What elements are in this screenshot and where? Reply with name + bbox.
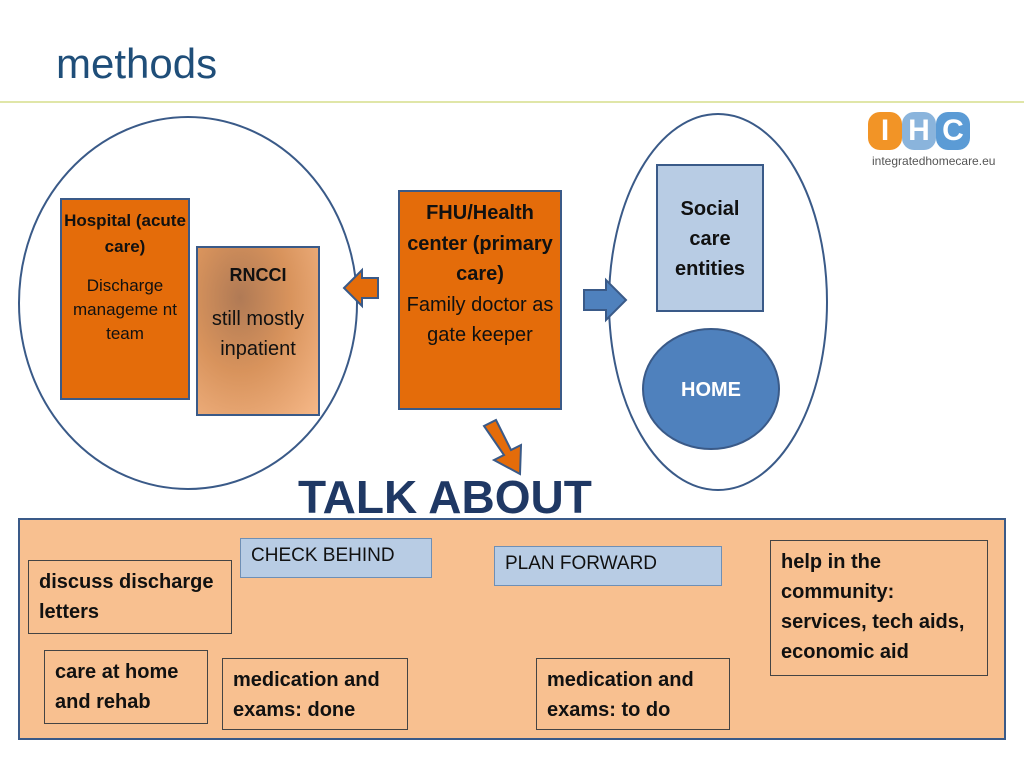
note-discharge-letters: discuss discharge letters xyxy=(28,560,232,634)
logo-website: integratedhomecare.eu xyxy=(872,154,996,168)
logo-letter-i: I xyxy=(868,112,902,150)
ihc-logo: I H C integratedhomecare.eu xyxy=(866,110,1024,172)
logo-letter-c: C xyxy=(936,112,970,150)
arrow-to-talk-about xyxy=(482,418,523,476)
note-medication-todo: medication and exams: to do xyxy=(536,658,730,730)
arrow-to-community xyxy=(583,277,628,323)
rncci-heading: RNCCI xyxy=(229,265,287,285)
fhu-heading: FHU/Health center (primary care) xyxy=(407,202,553,285)
hospital-heading: Hospital (acute care) xyxy=(64,211,186,256)
hospital-subtext: Discharge manageme nt team xyxy=(73,276,177,343)
plan-forward-label: PLAN FORWARD xyxy=(494,546,722,586)
logo-letter-h: H xyxy=(902,112,936,150)
hospital-group-ellipse xyxy=(18,116,358,490)
hospital-box: Hospital (acute care) Discharge manageme… xyxy=(60,198,190,400)
rncci-box: RNCCI still mostly inpatient xyxy=(196,246,320,416)
note-medication-done: medication and exams: done xyxy=(222,658,408,730)
note-care-at-home: care at home and rehab xyxy=(44,650,208,724)
slide-title: methods xyxy=(56,40,218,87)
check-behind-label: CHECK BEHIND xyxy=(240,538,432,578)
fhu-subtext: Family doctor as gate keeper xyxy=(406,293,554,347)
fhu-box: FHU/Health center (primary care) Family … xyxy=(398,190,562,410)
talk-about-heading: TALK ABOUT xyxy=(298,471,592,523)
note-community-help: help in the community: services, tech ai… xyxy=(770,540,988,676)
title-divider xyxy=(0,101,1024,103)
rncci-subtext: still mostly inpatient xyxy=(211,308,305,360)
social-care-box: Social care entities xyxy=(656,164,764,312)
logo-letters: I H C xyxy=(868,112,972,152)
home-circle: HOME xyxy=(642,328,780,450)
arrow-to-hospital xyxy=(342,267,379,309)
